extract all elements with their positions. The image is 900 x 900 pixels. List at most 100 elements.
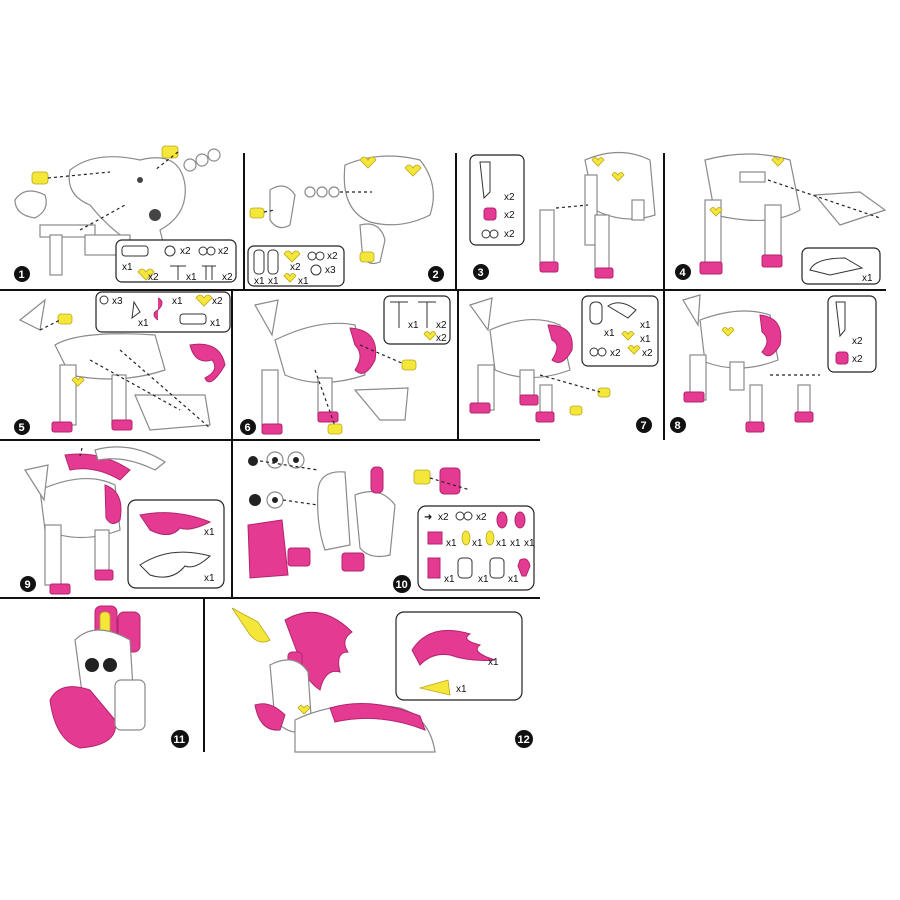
ear-piece-pink — [439, 467, 461, 495]
heart-peg-yellow — [137, 268, 155, 281]
part-count: x2 — [180, 246, 191, 257]
step-1-parts-legend: x1 x2 x2 x2 x1 x2 — [115, 239, 237, 283]
part-count: x1 — [298, 276, 309, 287]
heart-peg-yellow — [195, 294, 213, 307]
svg-text:12: 12 — [518, 734, 530, 746]
step-number-badge: 7 — [636, 417, 652, 433]
part-count: x1 — [138, 318, 149, 329]
step-12-illustration — [231, 607, 436, 753]
step-10-panel: ➜ x2 x2 x1 x1 x1 x1 x1 x1 x1 x1 10 — [247, 451, 535, 593]
step-11-illustration — [49, 605, 146, 749]
step-1-panel: x1 x2 x2 x2 x1 x2 1 — [14, 145, 237, 283]
part-count: x1 — [456, 684, 467, 695]
step-10-parts-legend: ➜ x2 x2 x1 x1 x1 x1 x1 x1 x1 x1 — [417, 505, 535, 591]
part-count: x1 — [478, 574, 489, 585]
part-count: x1 — [488, 657, 499, 668]
step-number-badge: 9 — [20, 576, 36, 592]
step-8-illustration — [682, 294, 820, 433]
part-count: x1 — [210, 318, 221, 329]
heart-peg-yellow — [359, 156, 377, 169]
part-count: x2 — [504, 229, 515, 240]
part-count: x1 — [508, 574, 519, 585]
svg-text:9: 9 — [25, 579, 31, 591]
step-number-badge: 1 — [14, 266, 30, 282]
part-count: x2 — [436, 320, 447, 331]
step-8-panel: x2 x2 8 — [670, 294, 877, 433]
heart-peg-yellow — [627, 345, 641, 355]
part-count: x1 — [444, 574, 455, 585]
part-count: x2 — [148, 272, 159, 283]
heart-peg-yellow — [404, 164, 422, 177]
part-count: x1 — [510, 538, 521, 549]
heart-peg-yellow — [327, 423, 343, 435]
step-2-panel: x1 x1 x2 x2 x3 x1 2 — [247, 155, 444, 287]
heart-peg-yellow — [283, 273, 297, 283]
part-count: x1 — [604, 328, 615, 339]
step-5-panel: x3 x1 x1 x2 x1 5 — [14, 291, 231, 435]
mane-piece-pink — [284, 611, 353, 691]
svg-text:8: 8 — [675, 420, 681, 432]
step-8-parts-legend: x2 x2 — [827, 295, 877, 373]
part-count: x1 — [122, 262, 133, 273]
part-count: x1 — [472, 538, 483, 549]
heart-peg-yellow — [771, 157, 785, 167]
part-count: x1 — [862, 273, 873, 284]
part-count: x1 — [408, 320, 419, 331]
svg-text:3: 3 — [478, 267, 484, 279]
part-count: x1 — [204, 573, 215, 584]
part-count: x2 — [610, 348, 621, 359]
heart-peg-yellow — [569, 405, 583, 416]
part-count: x1 — [172, 296, 183, 307]
part-count: x1 — [186, 272, 197, 283]
part-count: x2 — [327, 251, 338, 262]
part-count: x2 — [436, 333, 447, 344]
muzzle-piece-pink — [247, 519, 289, 579]
heart-peg-yellow — [283, 250, 301, 263]
heart-peg-yellow — [423, 331, 437, 341]
svg-text:7: 7 — [641, 420, 647, 432]
step-number-badge: 3 — [473, 264, 489, 280]
heart-peg-yellow — [161, 145, 179, 159]
step-9-illustration — [24, 446, 167, 595]
heart-peg-yellow — [621, 331, 635, 341]
svg-text:5: 5 — [19, 422, 25, 434]
step-number-badge: 12 — [515, 730, 533, 748]
step-12-parts-legend: x1 x1 — [395, 611, 523, 701]
horn-piece-yellow — [418, 679, 451, 696]
part-count: x2 — [290, 262, 301, 273]
part-count: x1 — [496, 538, 507, 549]
part-count: x2 — [218, 246, 229, 257]
step-number-badge: 8 — [670, 417, 686, 433]
step-2-parts-legend: x1 x1 x2 x2 x3 x1 — [247, 245, 345, 287]
mane-piece-pink — [64, 453, 131, 481]
step-4-parts-legend: x1 — [801, 247, 881, 285]
part-count: x1 — [446, 538, 457, 549]
step-5-illustration — [18, 298, 226, 433]
tail-piece-pink — [189, 343, 226, 383]
tail-piece-pink — [349, 327, 377, 374]
step-3-illustration — [539, 151, 656, 279]
part-count: x1 — [640, 320, 651, 331]
part-count: x2 — [852, 354, 863, 365]
step-12-panel: x1 x1 12 — [231, 607, 533, 753]
heart-peg-yellow — [297, 705, 311, 715]
part-count: x2 — [212, 296, 223, 307]
horn-piece-yellow — [231, 607, 271, 643]
step-5-parts-legend: x3 x1 x1 x2 x1 — [95, 291, 231, 333]
tail-piece-pink — [759, 314, 782, 357]
svg-text:1: 1 — [19, 269, 25, 281]
step-4-panel: x1 4 — [675, 153, 887, 285]
heart-peg-yellow — [359, 251, 375, 263]
mane-piece-pink — [411, 629, 496, 666]
tail-piece-pink — [547, 324, 573, 363]
part-count: x2 — [222, 272, 233, 283]
mane-piece-pink — [139, 512, 212, 535]
step-number-badge: 6 — [240, 419, 256, 435]
mane-piece-pink — [329, 703, 426, 731]
svg-text:4: 4 — [680, 267, 687, 279]
heart-peg-yellow — [31, 171, 49, 185]
part-count: x2 — [438, 512, 449, 523]
arrow-icon: ➜ — [424, 512, 432, 523]
step-2-illustration — [249, 155, 434, 265]
part-count: x3 — [112, 296, 123, 307]
